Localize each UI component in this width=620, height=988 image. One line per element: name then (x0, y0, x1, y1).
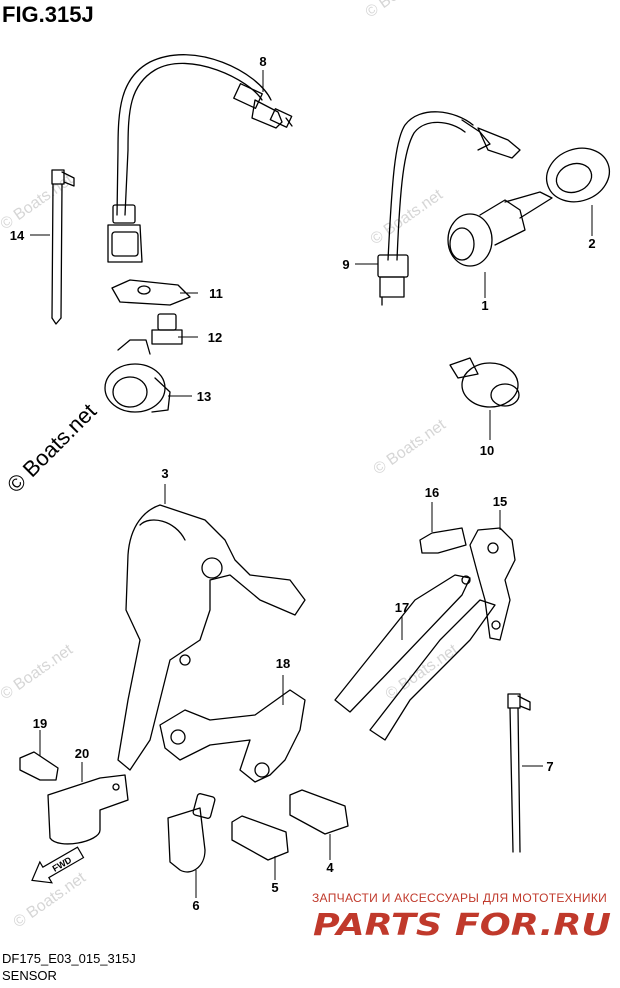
logo-text: PARTS FOR.RU (313, 908, 611, 943)
callout-13: 13 (197, 389, 211, 404)
figure-title: FIG.315J (2, 2, 94, 27)
callout-5: 5 (271, 880, 278, 895)
part-14-cable-tie (51, 169, 75, 325)
callout-3: 3 (161, 466, 168, 481)
callout-10: 10 (480, 443, 494, 458)
part-13-clamp (104, 339, 171, 413)
section-name: SENSOR (2, 968, 57, 983)
part-3-bracket (117, 504, 306, 771)
part-19-bolt (19, 751, 59, 781)
part-7-cable-tie (507, 693, 531, 853)
watermark-text: © Boats.net (383, 641, 462, 703)
part-1-sensor (447, 191, 553, 267)
callout-9: 9 (342, 257, 349, 272)
callout-8: 8 (259, 54, 266, 69)
watermark-text: © Boats.net (371, 416, 450, 478)
callout-11: 11 (209, 286, 223, 301)
callout-4: 4 (326, 860, 334, 875)
model-code: DF175_E03_015_315J (2, 951, 136, 966)
part-20-clamp (47, 774, 129, 845)
part-12-bolt (151, 313, 183, 345)
part-11-plate (111, 279, 191, 306)
faint-watermarks: © Boats.net © Boats.net © Boats.net © Bo… (0, 0, 461, 931)
watermark-text: © Boats.net (0, 171, 76, 233)
callout-16: 16 (425, 485, 439, 500)
callout-1: 1 (481, 298, 488, 313)
part-9-sensor-harness (377, 111, 521, 306)
partsfor-logo: PARTS FOR.RU (313, 908, 611, 943)
part-10-sensor (449, 357, 520, 408)
watermark-text: © Boats.net (0, 641, 76, 703)
callouts: 1 2 3 4 5 6 7 8 9 10 11 12 13 14 15 16 1… (10, 54, 596, 913)
callout-15: 15 (493, 494, 507, 509)
callout-19: 19 (33, 716, 47, 731)
promo-text: ЗАПЧАСТИ И АКСЕССУАРЫ ДЛЯ МОТОТЕХНИКИ (312, 891, 608, 905)
callout-7: 7 (546, 759, 553, 774)
part-8-sensor-harness (107, 54, 293, 263)
leader-lines (30, 70, 593, 898)
watermark-text: © Boats.net (363, 0, 442, 21)
part-5-bolt (231, 815, 289, 861)
part-16-bolt (419, 527, 467, 554)
callout-14: 14 (10, 228, 25, 243)
part-18-plate (159, 689, 306, 783)
part-4-bolt (289, 789, 349, 835)
part-6-clip (167, 793, 216, 873)
callout-12: 12 (208, 330, 222, 345)
callout-20: 20 (75, 746, 89, 761)
callout-6: 6 (192, 898, 199, 913)
part-17-bracket (334, 574, 496, 741)
watermark-text: © Boats.net (368, 186, 447, 248)
callout-2: 2 (588, 236, 595, 251)
callout-18: 18 (276, 656, 290, 671)
part-15-bracket (469, 527, 516, 641)
callout-17: 17 (395, 600, 409, 615)
watermark-text: © Boats.net (11, 869, 90, 931)
part-2-grommet (545, 147, 611, 203)
